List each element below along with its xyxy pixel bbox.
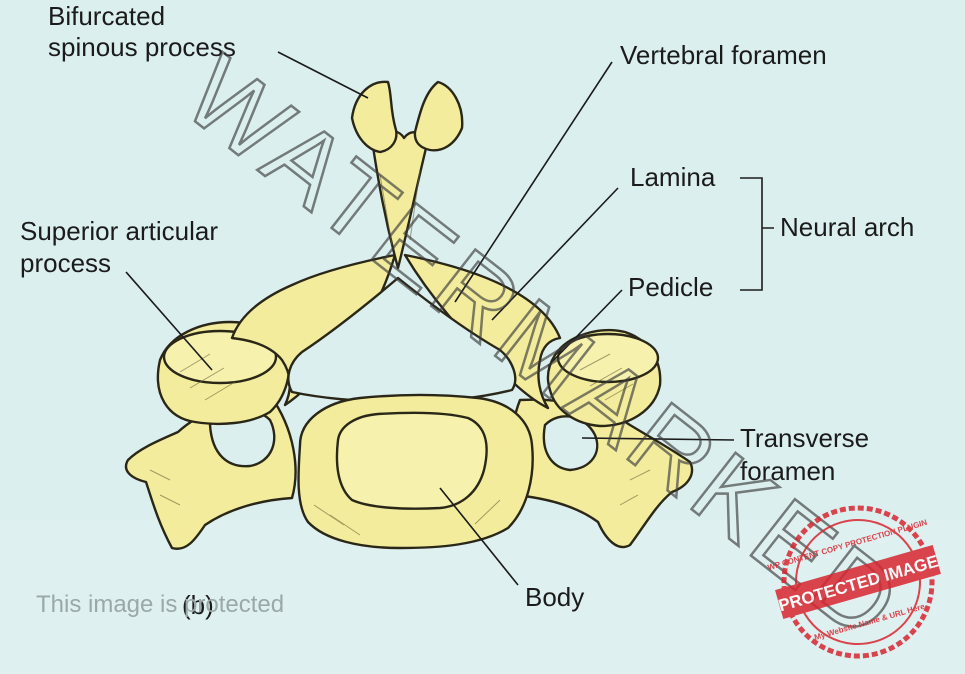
label-superior-line2: process bbox=[20, 248, 111, 278]
left-bifurcated-tip bbox=[350, 80, 398, 154]
left-articular-facet bbox=[162, 329, 278, 385]
labels: Bifurcated spinous process Vertebral for… bbox=[20, 1, 914, 620]
label-bifurcated-line1: Bifurcated bbox=[48, 1, 165, 31]
label-lamina: Lamina bbox=[630, 162, 716, 192]
label-superior-line1: Superior articular bbox=[20, 216, 218, 246]
leader-lamina bbox=[491, 187, 619, 321]
spinous-process bbox=[370, 129, 430, 270]
label-vertebral-foramen: Vertebral foramen bbox=[620, 40, 827, 70]
leader-transverse-foramen bbox=[581, 437, 735, 441]
shading-hatch bbox=[149, 169, 651, 536]
label-body: Body bbox=[525, 582, 584, 612]
vertebral-body-top-surface bbox=[335, 411, 488, 510]
right-articular-facet bbox=[556, 332, 660, 384]
leader-body bbox=[439, 487, 519, 586]
leader-bifurcated bbox=[277, 51, 369, 99]
label-neural-arch: Neural arch bbox=[780, 212, 914, 242]
cervical-vertebra-illustration bbox=[124, 80, 694, 550]
label-transverse-line2: foramen bbox=[740, 456, 835, 486]
label-figure-letter: (b) bbox=[182, 590, 214, 620]
leader-superior-articular bbox=[125, 271, 213, 371]
label-pedicle: Pedicle bbox=[628, 272, 713, 302]
right-bifurcated-tip bbox=[413, 80, 464, 152]
leader-vertebral-foramen bbox=[454, 61, 613, 303]
leader-pedicle bbox=[547, 289, 623, 367]
leader-lines bbox=[125, 51, 774, 586]
protected-notice: This image is protected bbox=[36, 591, 284, 618]
label-bifurcated-line2: spinous process bbox=[48, 32, 236, 62]
label-transverse-line1: Transverse bbox=[740, 423, 869, 453]
neural-arch-bracket bbox=[740, 177, 774, 291]
